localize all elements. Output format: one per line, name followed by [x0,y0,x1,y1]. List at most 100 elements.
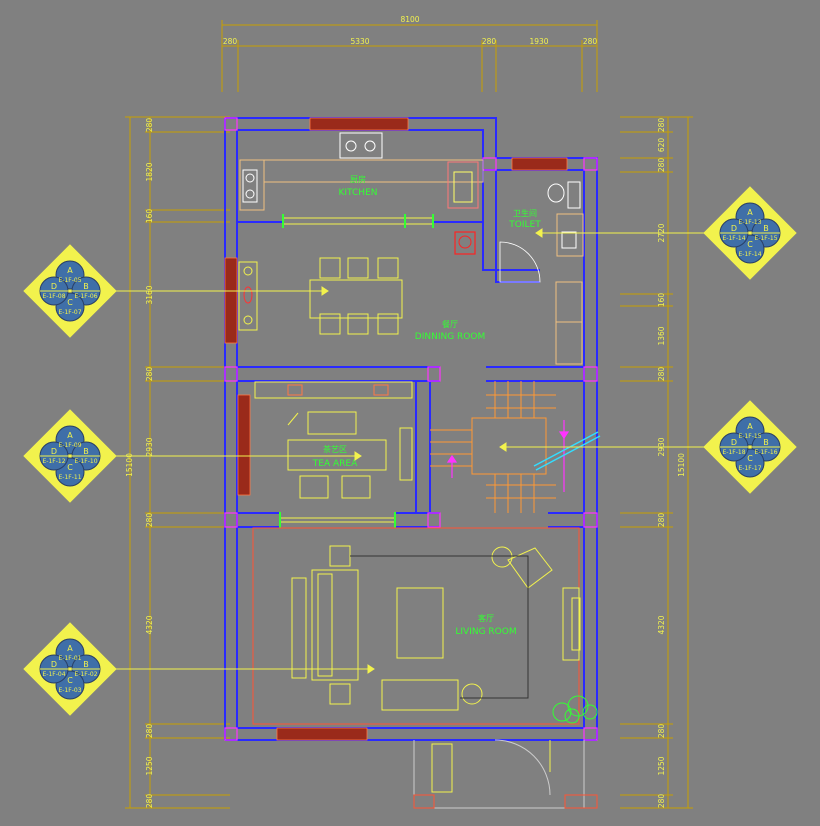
dimension-left: 1250 [145,756,154,775]
dining-label-cn: 餐厅 [442,320,458,329]
stair-direction-arrows [446,420,570,492]
dimension-left: 2930 [145,437,154,456]
dimension-right: 280 [657,158,666,173]
elevation-tag-code: E-1F-07 [58,309,81,316]
elevation-tag-letter: A [747,422,753,431]
elevation-tag-code: E-1F-05 [58,277,81,284]
dimension-right: 1250 [657,756,666,775]
elevation-tag-letter: D [51,660,57,669]
elevation-pointer-lines [112,228,706,674]
dimension-right: 280 [657,118,666,133]
elevation-tag-letter: D [731,438,737,447]
tea-area-label: TEA AREA [312,459,358,469]
columns [224,117,598,741]
dimension-left: 280 [145,724,154,739]
elevation-tag-code: E-1F-02 [74,671,97,678]
tea-area-label-cn: 茶艺区 [323,444,347,454]
elevation-tag-code: E-1F-10 [74,458,97,465]
elevation-tag-letter: B [83,660,89,669]
elevation-tag-letter: D [731,224,737,233]
dimension-top: 5330 [350,37,369,46]
elevation-tag-letter: A [747,208,753,217]
dimension-top: 280 [223,37,238,46]
plant-icon [552,695,598,724]
elevation-tag-code: E-1F-13 [738,219,761,226]
dimension-right: 160 [657,293,666,308]
dimension-right: 620 [657,138,666,153]
toilet-fixtures [547,181,584,257]
dimension-right: 280 [657,724,666,739]
dimension-left: 280 [145,794,154,809]
elevation-tag: A E-1F-15B E-1F-16C E-1F-17 D E-1F-18 [703,400,797,494]
stair-break-line [533,431,599,467]
elevation-tag-letter: C [747,454,753,463]
dining-cabinet [555,281,583,365]
elevation-tag-code: E-1F-17 [738,465,761,472]
elevation-tag-code: E-1F-04 [42,671,65,678]
tea-area-furniture [254,381,413,499]
living-rug [350,555,529,699]
elevation-tag-code: E-1F-15 [738,433,761,440]
elevation-tag-letter: C [67,463,73,472]
dimension-right: 280 [657,794,666,809]
left-dimension-lines [125,116,230,809]
dimension-left-total: 15100 [125,453,134,477]
elevation-tags: AE-1F-05BE-1F-06CE-1F-07DE-1F-08AE-1F-09… [23,186,797,716]
left-dimension-labels: 280 1820 160 3160 280 2930 280 4320 280 … [125,118,154,809]
entrance-porch [413,739,598,809]
dimension-left: 3160 [145,285,154,304]
elevation-tag-letter: B [763,224,769,233]
elevation-tag-code: E-1F-01 [58,655,81,662]
elevation-tag-code: E-1F-03 [58,687,81,694]
living-room-label-cn: 客厅 [478,613,494,623]
toilet-label: TOILET [508,220,541,230]
right-dimension-lines [620,116,693,809]
elevation-tag-code: E-1F-16 [754,449,777,456]
elevation-tag-letter: A [67,266,73,275]
sideboard [238,261,258,331]
dimension-top: 1930 [529,37,548,46]
dimension-right: 1360 [657,326,666,345]
sliding-door [282,214,434,228]
elevation-tag: A E-1F-09B E-1F-10C E-1F-11 D E-1F-12 [23,409,117,503]
stove-icon [242,169,258,203]
elevation-tag-code: E-1F-09 [58,442,81,449]
fridge-icon [454,231,476,255]
right-dimension-labels: 280 620 280 2720 160 1360 280 2930 280 4… [657,118,686,809]
elevation-tag-letter: D [51,282,57,291]
dimension-top-total: 8100 [400,15,419,24]
windows [224,117,568,741]
dimension-right: 280 [657,513,666,528]
elevation-tag-code: E-1F-06 [74,293,97,300]
elevation-tag-letter: A [67,644,73,653]
elevation-tag: A E-1F-01B E-1F-02C E-1F-03 D E-1F-04 [23,622,117,716]
fridge-icon [458,235,472,249]
dimension-left: 280 [145,367,154,382]
dining-table [309,257,403,335]
stair-break-line [535,435,601,471]
elevation-tag-letter: C [67,676,73,685]
dimension-left: 280 [145,513,154,528]
elevation-tag-code: E-1F-11 [58,474,81,481]
elevation-tag-letter: B [83,447,89,456]
elevation-tag-letter: C [67,298,73,307]
dining-label: DINNING ROOM [415,332,485,342]
kitchen-fixtures [239,132,484,211]
dimension-left: 160 [145,209,154,224]
top-dimension-lines [221,20,598,92]
elevation-tag-code: E-1F-12 [42,458,65,465]
elevation-tag-letter: A [67,431,73,440]
staircase [430,381,556,513]
dimension-right-total: 15100 [677,453,686,477]
elevation-tag-letter: C [747,240,753,249]
dimension-top: 280 [583,37,598,46]
dimension-right: 280 [657,367,666,382]
elevation-tag-letter: D [51,447,57,456]
elevation-tag-letter: B [763,438,769,447]
living-rug-boundary [252,527,580,725]
elevation-tag-code: E-1F-18 [722,449,745,456]
